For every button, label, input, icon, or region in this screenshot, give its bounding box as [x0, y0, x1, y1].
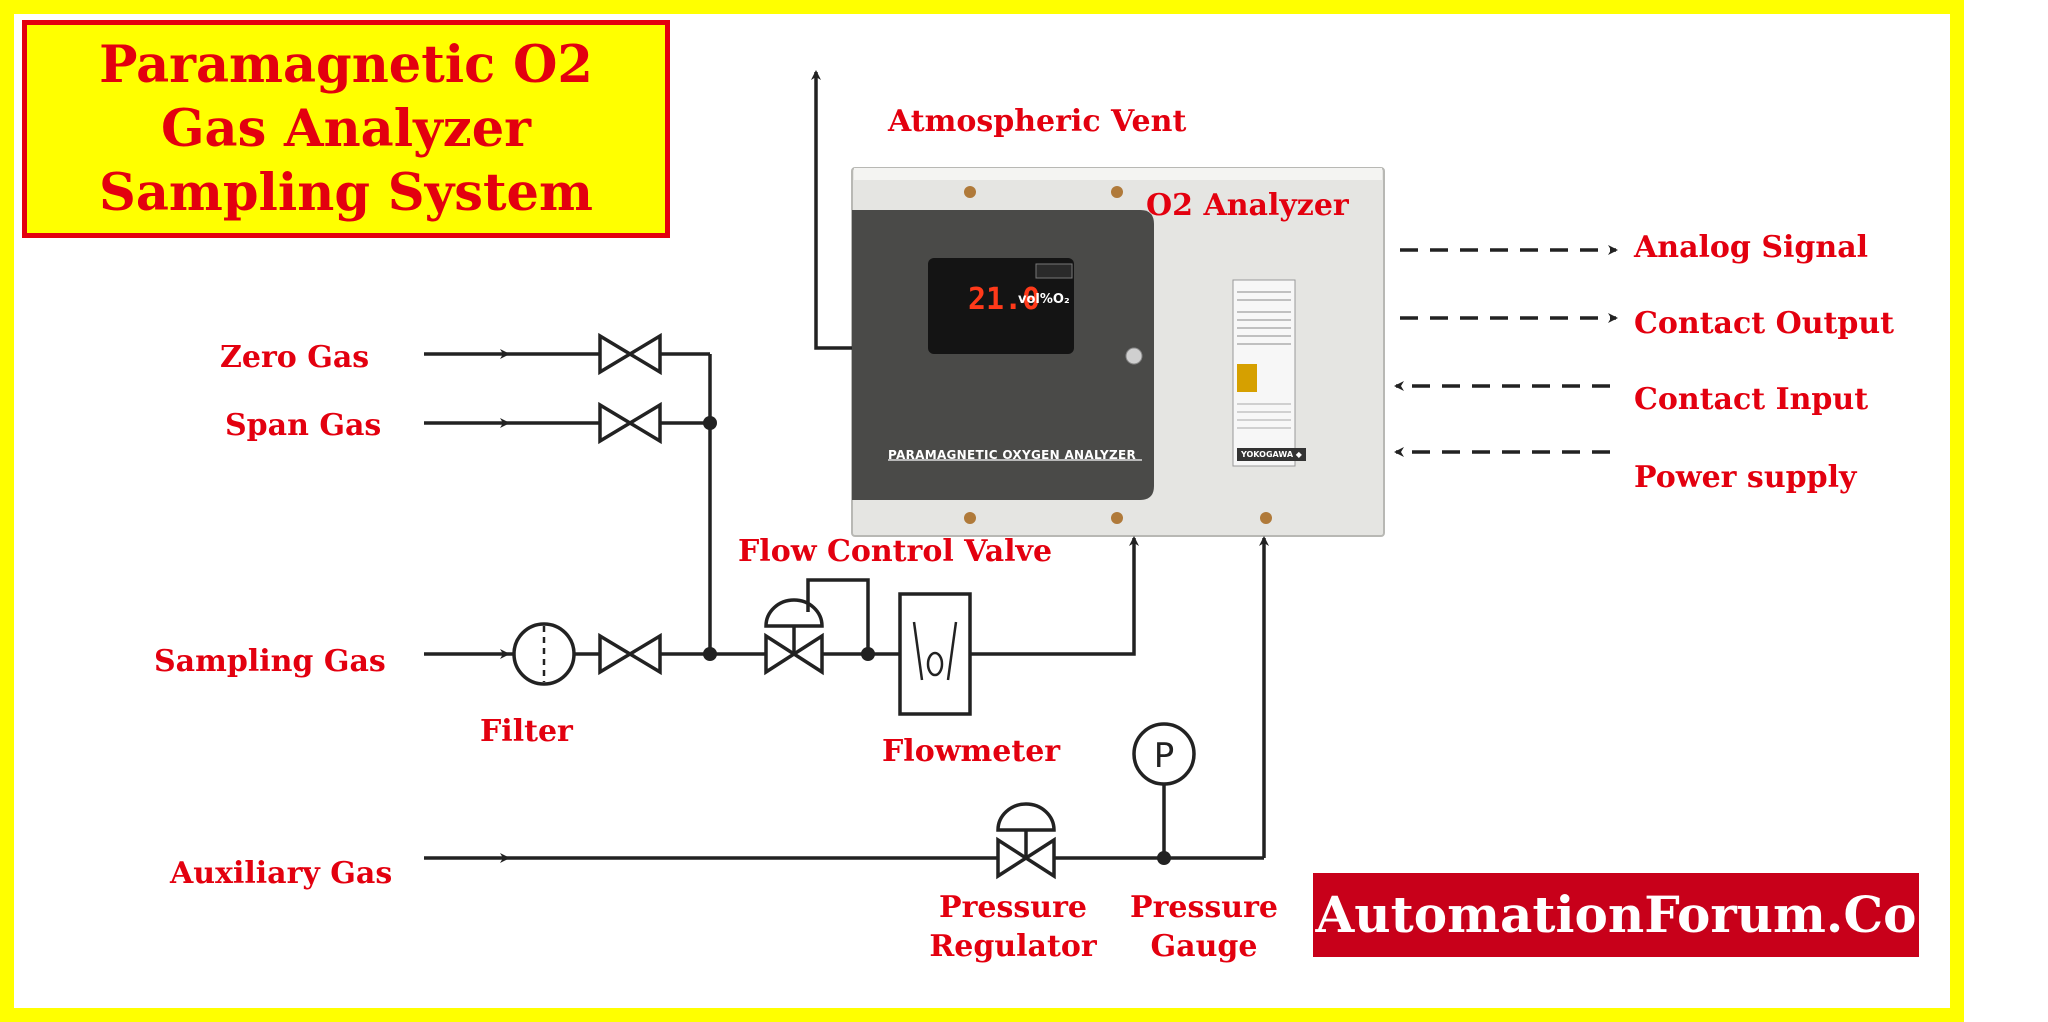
span-gas-label: Span Gas [225, 408, 382, 443]
o2-analyzer-label: O2 Analyzer [1146, 188, 1349, 223]
diagram-title: Paramagnetic O2 Gas Analyzer Sampling Sy… [22, 20, 670, 238]
contact-input-label: Contact Input [1634, 382, 1869, 417]
flow-control-valve-label: Flow Control Valve [738, 534, 1053, 569]
pressure-gauge-symbol: P [1153, 736, 1175, 776]
sampling-gas-label: Sampling Gas [154, 644, 386, 679]
maker-logo: YOKOGAWA ◆ [1237, 448, 1306, 461]
auxiliary-gas-label: Auxiliary Gas [170, 856, 393, 891]
zero-gas-label: Zero Gas [220, 340, 370, 375]
flowmeter-label: Flowmeter [882, 734, 1061, 769]
pressure-regulator-label: Pressure Regulator [929, 890, 1097, 964]
vent-line [811, 70, 852, 350]
brand-watermark: AutomationForum.Co [1313, 873, 1919, 957]
contact-output-label: Contact Output [1634, 306, 1895, 341]
device-caption: PARAMAGNETIC OXYGEN ANALYZER [888, 448, 1137, 462]
filter-label: Filter [480, 714, 573, 749]
zero-gas-line [424, 332, 712, 654]
sampling-gas-line [424, 536, 1139, 716]
auxiliary-gas-line [424, 536, 1269, 880]
o2-analyzer-device [851, 167, 1385, 537]
analog-signal-label: Analog Signal [1634, 230, 1869, 265]
o2-readout-display: 21.0 [968, 282, 1041, 317]
pressure-gauge-label: Pressure Gauge [1130, 890, 1278, 964]
atmospheric-vent-label: Atmospheric Vent [888, 104, 1187, 139]
span-gas-line [424, 401, 710, 445]
o2-readout-unit: vol%O₂ [1018, 292, 1070, 307]
power-supply-label: Power supply [1634, 460, 1857, 495]
